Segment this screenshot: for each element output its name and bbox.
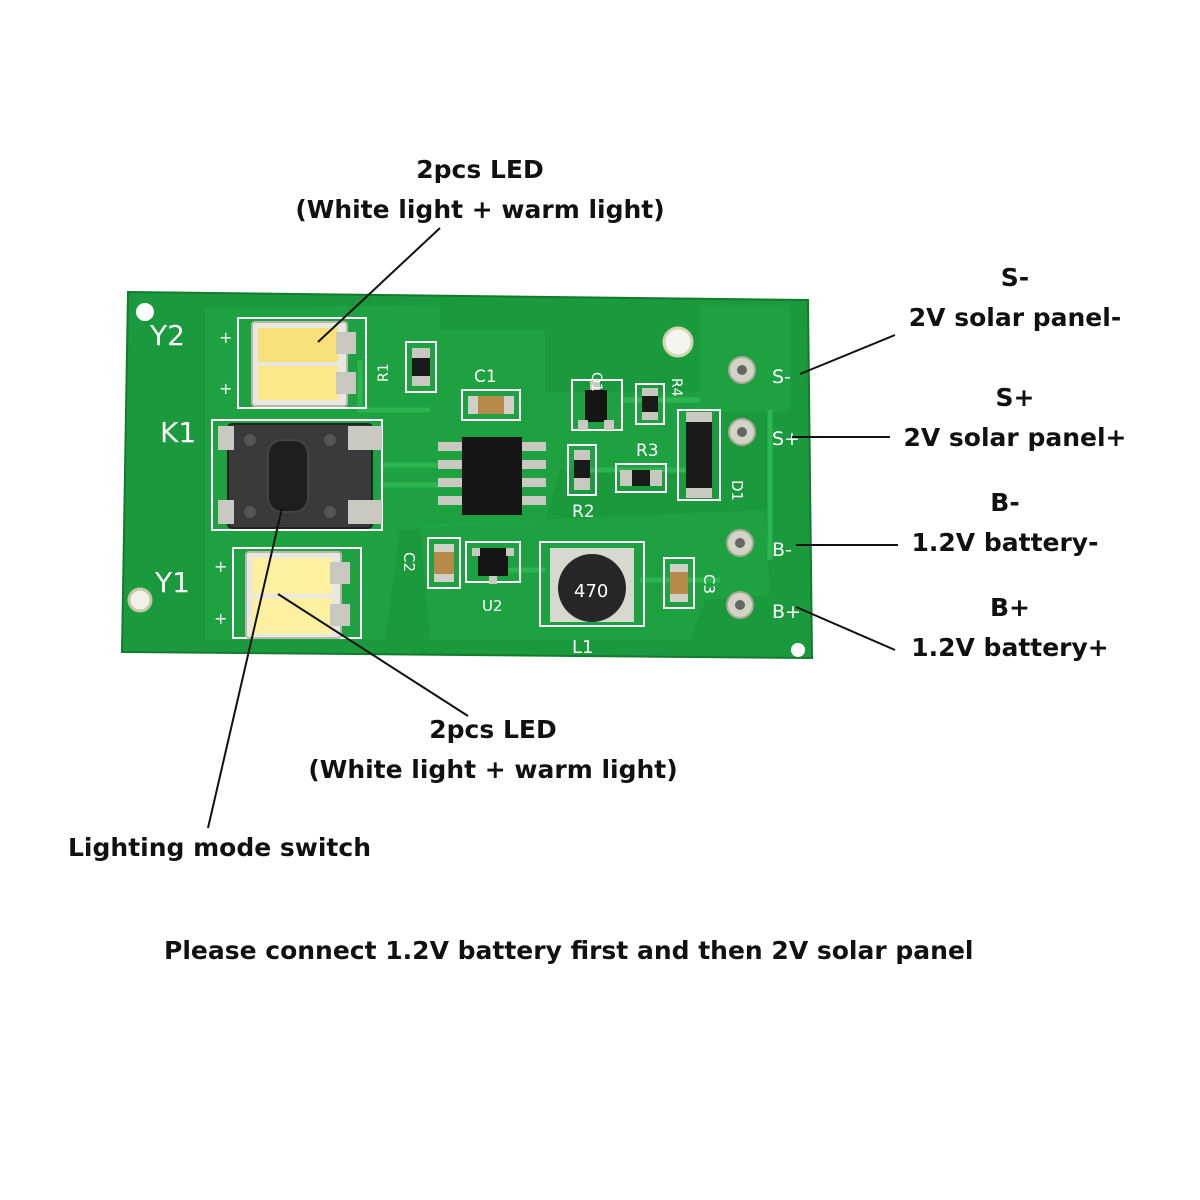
ic-main	[438, 437, 546, 515]
label-r1: R1	[376, 363, 392, 382]
callout-top-led: 2pcs LED (White light + warm light)	[240, 150, 720, 230]
pin-label-s-plus: S+	[772, 428, 800, 450]
callout-b-minus-pin: B-	[990, 488, 1020, 517]
switch-k1-button	[267, 439, 309, 513]
label-k1: K1	[160, 416, 196, 449]
callout-top-led-line1: 2pcs LED	[416, 155, 544, 184]
capacitor-c2	[427, 537, 461, 589]
mounting-hole-top-left	[136, 303, 154, 321]
callout-s-minus-desc: 2V solar panel-	[908, 303, 1122, 332]
resistor-r2	[567, 444, 597, 496]
callout-b-plus-pin: B+	[989, 593, 1030, 622]
pin-label-b-minus: B-	[772, 539, 792, 561]
leader-s-minus	[799, 334, 896, 375]
resistor-r4	[635, 383, 665, 425]
callout-b-minus: B- 1.2V battery-	[880, 483, 1130, 563]
callout-bottom-led-line1: 2pcs LED	[429, 715, 557, 744]
callout-bottom-led: 2pcs LED (White light + warm light)	[253, 710, 733, 790]
label-y1: Y1	[154, 566, 190, 599]
label-q1: Q1	[588, 372, 604, 392]
diode-d1	[677, 409, 721, 501]
leader-switch	[207, 507, 283, 829]
callout-s-plus: S+ 2V solar panel+	[870, 378, 1160, 458]
led-y1: + +	[214, 547, 362, 639]
led-y1-plus-bottom: +	[214, 609, 227, 628]
callout-s-minus: S- 2V solar panel-	[870, 258, 1160, 338]
label-y2: Y2	[149, 319, 185, 352]
label-r2: R2	[572, 502, 595, 522]
leader-lines	[207, 227, 898, 829]
pin-label-s-minus: S-	[772, 366, 791, 388]
label-d1: D1	[728, 480, 746, 501]
mounting-hole-top-right	[662, 326, 694, 358]
label-r4: R4	[668, 378, 684, 397]
leader-top-led	[317, 227, 441, 343]
label-u2: U2	[482, 597, 503, 615]
resistor-r1	[405, 341, 437, 393]
transistor-q1	[571, 379, 623, 431]
mounting-holes	[127, 303, 805, 657]
resistor-r3	[615, 463, 667, 493]
callout-bottom-led-line2: (White light + warm light)	[308, 755, 678, 784]
led-y1-plus-top: +	[214, 557, 227, 576]
led-y2: + +	[219, 317, 367, 409]
label-c2: C2	[400, 552, 418, 572]
label-r3: R3	[636, 441, 659, 461]
label-c3: C3	[700, 574, 718, 594]
pcb-board: + + Y2 K1 + +	[120, 290, 814, 660]
callout-b-minus-desc: 1.2V battery-	[911, 528, 1099, 557]
label-l1: L1	[572, 637, 593, 658]
pads	[726, 356, 756, 619]
label-c1: C1	[474, 367, 497, 387]
led-y2-plus-bottom: +	[219, 379, 232, 398]
callout-top-led-line2: (White light + warm light)	[295, 195, 665, 224]
callout-b-plus: B+ 1.2V battery+	[885, 588, 1135, 668]
connection-note: Please connect 1.2V battery first and th…	[164, 936, 974, 965]
inductor-l1: 470	[539, 541, 645, 627]
leader-b-plus	[795, 606, 896, 651]
switch-k1	[211, 419, 383, 531]
callout-s-minus-pin: S-	[1000, 263, 1030, 292]
callout-b-plus-desc: 1.2V battery+	[911, 633, 1109, 662]
capacitor-c3	[663, 557, 695, 609]
ic-u2	[465, 541, 521, 584]
mounting-hole-bottom-left	[127, 587, 153, 613]
leader-bottom-led	[277, 593, 469, 717]
callout-s-plus-pin: S+	[995, 383, 1035, 412]
pin-label-b-plus: B+	[772, 601, 801, 623]
callout-s-plus-desc: 2V solar panel+	[903, 423, 1127, 452]
capacitor-c1	[461, 389, 521, 421]
mounting-hole-bottom-right	[791, 643, 805, 657]
inductor-marking: 470	[574, 581, 608, 602]
led-y2-plus-top: +	[219, 328, 232, 347]
callout-switch: Lighting mode switch	[68, 833, 372, 862]
